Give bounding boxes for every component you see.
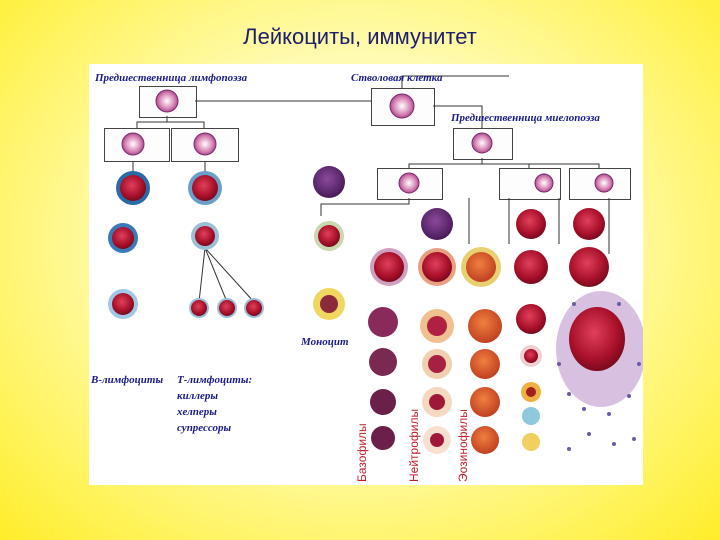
lymphocyte-cells — [108, 171, 264, 319]
label-myelo-precursor: Предшественница миелопоэза — [451, 112, 600, 124]
label-killers: киллеры — [177, 390, 218, 402]
label-neutrophils: Нейтрофилы — [407, 408, 421, 482]
label-eosinophils: Эозинофилы — [456, 409, 470, 482]
slide-title: Лейкоциты, иммунитет — [243, 24, 477, 49]
label-stem-cell: Стволовая клетка — [351, 72, 443, 84]
hematopoiesis-diagram: Предшественница лимфопоэза Стволовая кле… — [89, 64, 643, 485]
label-basophils: Базофилы — [355, 423, 369, 482]
label-b-lymphocytes: В-лимфоциты — [91, 374, 164, 386]
cell-lineage-drawing — [108, 75, 643, 454]
label-helpers: хелперы — [177, 406, 217, 418]
granulocyte-precursor-box-2 — [569, 168, 631, 200]
monocyte-cells — [313, 166, 345, 320]
label-monocyte: Моноцит — [301, 336, 349, 348]
label-lymph-precursor: Предшественница лимфопоэза — [95, 72, 248, 84]
granulocyte-cells — [368, 208, 643, 454]
precursor-cells — [121, 89, 614, 194]
label-t-lymphocytes: Т-лимфоциты: — [177, 374, 253, 386]
label-suppressors: супрессоры — [177, 422, 232, 434]
